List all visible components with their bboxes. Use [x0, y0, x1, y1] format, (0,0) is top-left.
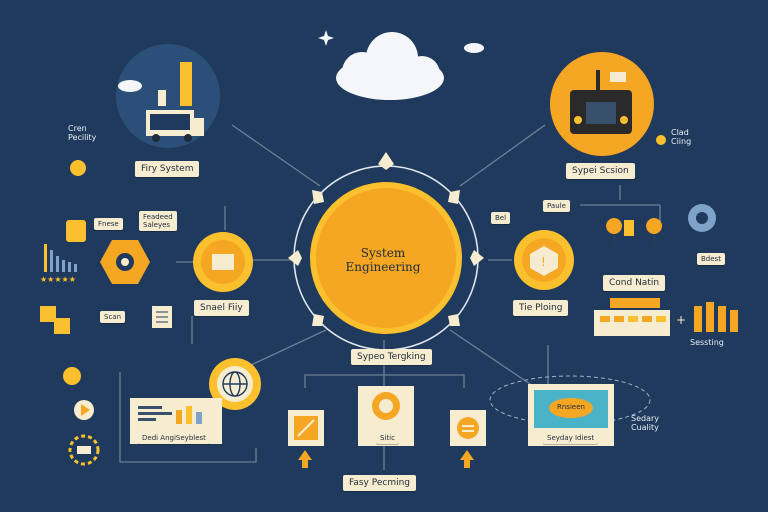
center-caption: Sypeo Tergking: [351, 349, 432, 365]
machine-icon: [570, 70, 632, 134]
globe-icon: [222, 371, 248, 397]
cloud-icon: [336, 32, 444, 100]
top-right-caption: Clad Ciing: [671, 128, 691, 146]
right-tag-1: Bel: [491, 212, 511, 224]
bottom-left-label: Dedi AngiSeyblest: [138, 432, 210, 444]
cog-ring-icon: [68, 434, 100, 466]
bottom-right-label: Seyday Idiest: [543, 432, 599, 444]
top-left-label[interactable]: Firy System: [135, 161, 200, 177]
arrow-up-icon-2: [460, 450, 474, 468]
center-hub[interactable]: [316, 188, 456, 328]
center-title-line1: System: [360, 246, 406, 260]
small-cloud-icon: [464, 43, 484, 53]
folder-icon: [212, 254, 234, 270]
hex-robot-icon: [100, 240, 150, 284]
top-right-caption-line1: Clad: [671, 128, 689, 137]
top-right-label[interactable]: Sypei Scsion: [566, 163, 635, 179]
coin-icon: [656, 135, 666, 145]
phone-icon: [624, 220, 634, 236]
connector-lines: [119, 124, 661, 470]
bottom-right-caption-line2: Cuality: [631, 423, 659, 432]
hex-alert-icon: [530, 246, 558, 276]
right-tag-3: Bdest: [697, 253, 725, 265]
bar-chart-icon: ★★★★★: [40, 244, 77, 284]
magnifier-icon: [70, 160, 86, 176]
svg-text:+: +: [676, 313, 686, 327]
left-tag-3: Scan: [100, 311, 126, 323]
dashboard-panel: [594, 298, 670, 336]
svg-text:!: !: [541, 255, 546, 269]
map-pin-icons: [606, 218, 663, 248]
top-left-caption: Cren Pecility: [68, 124, 96, 142]
left-node-label[interactable]: Snael Fiiy: [194, 300, 249, 316]
top-right-caption-line2: Ciing: [671, 137, 692, 146]
petal-markers: [288, 152, 484, 326]
center-title-line2: Engineering: [345, 260, 421, 274]
location-pin-icon: [63, 367, 81, 385]
team-people-icon: [694, 302, 738, 332]
right-tag-2: Paule: [543, 200, 570, 212]
bottom-center-caption: Fasy Pecming: [343, 475, 417, 491]
shield-badge-icon: [66, 220, 86, 242]
left-tag-1: Fnese: [94, 218, 123, 230]
right-node-label[interactable]: Tie Ploing: [513, 300, 569, 316]
svg-text:★★★★★: ★★★★★: [40, 275, 76, 284]
center-title: System Engineering: [318, 246, 448, 274]
bottom-card-right[interactable]: [450, 410, 486, 446]
top-left-caption-line1: Cren: [68, 124, 87, 133]
bottom-right-caption: Sedary Cuality: [631, 414, 659, 432]
puzzle-icon: [40, 306, 70, 334]
bottom-center-label: Sitic: [376, 432, 399, 444]
document-icon: [152, 306, 172, 328]
bottom-card-left[interactable]: [288, 410, 324, 446]
left-tag-2-line1: Feadeed: [143, 213, 173, 221]
left-tag-2-line2: Saleyes: [143, 221, 171, 229]
top-left-caption-line2: Pecility: [68, 133, 97, 142]
left-tag-2: Feadeed Saleyes: [139, 211, 177, 231]
bottom-right-caption-line1: Sedary: [631, 414, 660, 423]
arrow-up-icon: [298, 450, 312, 468]
gear-icon: [688, 204, 716, 232]
right-caption-2: Sessting: [690, 338, 724, 347]
bottom-right-panel-label: Rnsieen: [557, 403, 585, 411]
right-caption: Cond Natin: [603, 275, 666, 291]
factory-icon: [118, 62, 204, 142]
sparkle-icon: [318, 30, 334, 46]
